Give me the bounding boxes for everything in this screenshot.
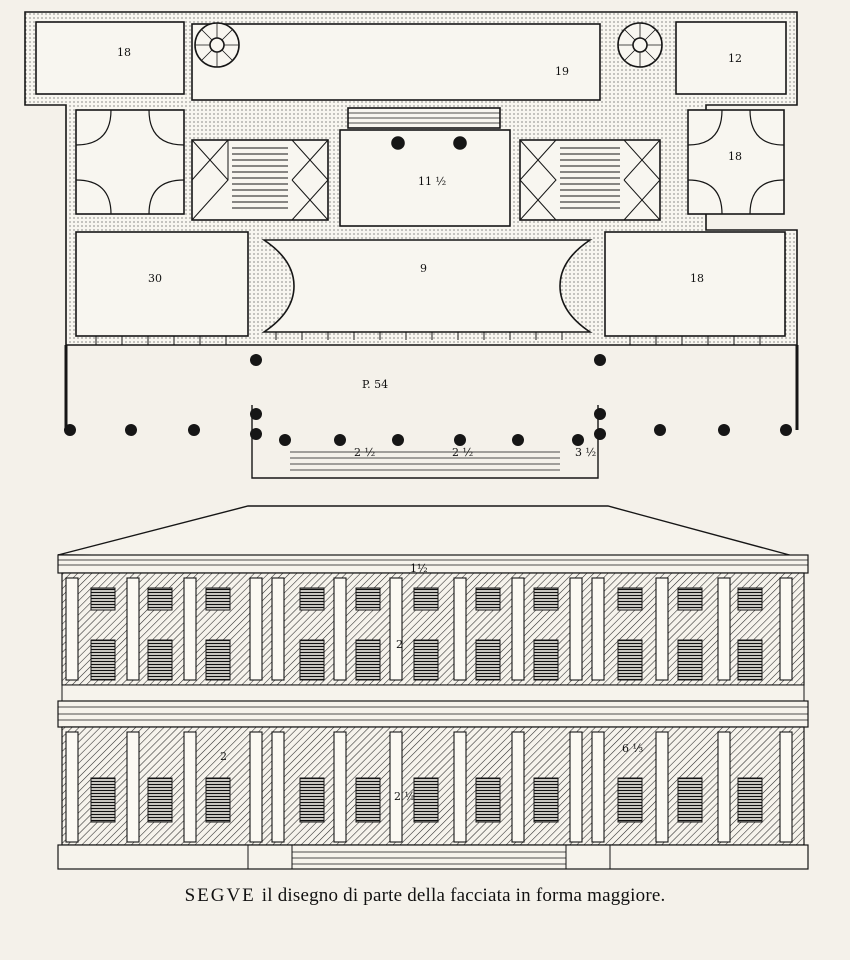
lower-window: [533, 777, 559, 823]
lower-window: [90, 777, 116, 823]
upper-column: [271, 577, 285, 681]
elevation-label-door: 2 ½: [394, 790, 415, 803]
room-label-west: 30: [148, 272, 162, 285]
lower-window: [299, 777, 325, 823]
room-label-east-square: 18: [728, 150, 742, 163]
upper-window: [533, 639, 559, 681]
upper-column: [717, 577, 731, 681]
upper-column: [569, 577, 583, 681]
upper-column: [183, 577, 197, 681]
mezzanine-window: [90, 587, 116, 611]
lower-window: [617, 777, 643, 823]
lower-column: [655, 731, 669, 843]
room-label-salone: 9: [420, 262, 427, 275]
dim-label-1: 2 ½: [354, 446, 375, 459]
lower-window: [677, 777, 703, 823]
caption-text: il disegno di parte della facciata in fo…: [261, 885, 666, 906]
floor-plan: 18 19 12 18 11 ½ 30 9 18 P. 54 2 ½ 2 ½ 3…: [24, 11, 799, 479]
facade-elevation: 1½ 2 2 ½ 6 ⅓ 2: [57, 505, 809, 870]
lower-window: [475, 777, 501, 823]
lower-column: [717, 731, 731, 843]
lower-column: [271, 731, 285, 843]
dim-label-3: 3 ½: [575, 446, 596, 459]
lower-column: [511, 731, 525, 843]
room-label-loggia: P. 54: [362, 378, 388, 391]
lower-column: [569, 731, 583, 843]
upper-window: [299, 639, 325, 681]
room-label-rear-hall: 19: [555, 65, 569, 78]
upper-column: [779, 577, 793, 681]
mezzanine-window: [205, 587, 231, 611]
room-label-nw: 18: [117, 46, 131, 59]
upper-window: [737, 639, 763, 681]
lower-column: [126, 731, 140, 843]
lower-column: [389, 731, 403, 843]
upper-column: [126, 577, 140, 681]
upper-column: [453, 577, 467, 681]
mezzanine-window: [533, 587, 559, 611]
room-label-central-hall: 11 ½: [418, 175, 446, 188]
mezzanine-window: [147, 587, 173, 611]
upper-column: [389, 577, 403, 681]
upper-column: [591, 577, 605, 681]
mezzanine-window: [475, 587, 501, 611]
dim-label-2: 2 ½: [452, 446, 473, 459]
lower-window: [147, 777, 173, 823]
mezzanine-window: [355, 587, 381, 611]
caption-lead: SEGVE: [184, 885, 256, 906]
lower-column: [453, 731, 467, 843]
lower-column: [65, 731, 79, 843]
upper-column: [249, 577, 263, 681]
upper-column: [333, 577, 347, 681]
upper-window: [355, 639, 381, 681]
lower-window: [413, 777, 439, 823]
upper-window: [147, 639, 173, 681]
upper-window: [90, 639, 116, 681]
upper-window: [413, 639, 439, 681]
upper-window: [205, 639, 231, 681]
room-label-east: 18: [690, 272, 704, 285]
lower-window: [205, 777, 231, 823]
elevation-label-lower-right: 6 ⅓: [622, 742, 643, 755]
lower-column: [249, 731, 263, 843]
upper-column: [65, 577, 79, 681]
elevation-label-lower-left: 2: [220, 750, 227, 763]
lower-column: [333, 731, 347, 843]
upper-window: [475, 639, 501, 681]
lower-window: [355, 777, 381, 823]
mezzanine-window: [299, 587, 325, 611]
room-label-ne: 12: [728, 52, 742, 65]
elevation-label-upper: 2: [396, 638, 403, 651]
lower-window: [737, 777, 763, 823]
lower-column: [779, 731, 793, 843]
lower-column: [591, 731, 605, 843]
upper-window: [677, 639, 703, 681]
upper-column: [655, 577, 669, 681]
upper-window: [617, 639, 643, 681]
mezzanine-window: [413, 587, 439, 611]
lower-column: [183, 731, 197, 843]
upper-column: [511, 577, 525, 681]
mezzanine-window: [677, 587, 703, 611]
mezzanine-window: [737, 587, 763, 611]
elevation-label-cornice: 1½: [410, 562, 428, 575]
mezzanine-window: [617, 587, 643, 611]
